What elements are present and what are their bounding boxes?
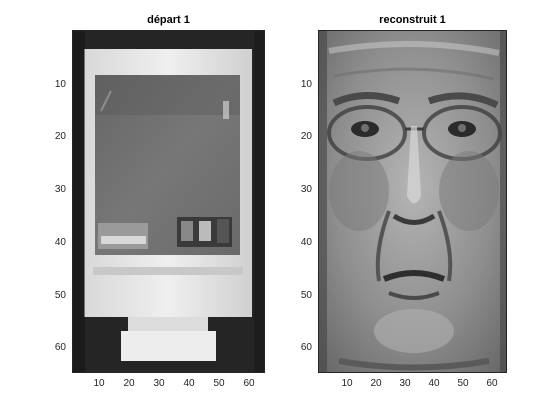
y-tick-label: 20 <box>300 131 312 142</box>
y-tick-label: 30 <box>300 184 312 195</box>
panel-title: reconstruit 1 <box>379 14 446 26</box>
y-tick-label: 50 <box>54 290 66 301</box>
x-tick-label: 50 <box>457 378 469 389</box>
y-tick-label: 40 <box>54 237 66 248</box>
y-tick-label: 40 <box>300 237 312 248</box>
x-tick-label: 20 <box>123 378 135 389</box>
y-tick-label: 10 <box>300 79 312 90</box>
y-tick-label: 30 <box>54 184 66 195</box>
x-tick-label: 10 <box>341 378 353 389</box>
y-tick-label: 60 <box>300 342 312 353</box>
x-tick-label: 10 <box>93 378 105 389</box>
x-tick-label: 20 <box>370 378 382 389</box>
y-tick-label: 60 <box>54 342 66 353</box>
x-tick-label: 40 <box>428 378 440 389</box>
image-reconstruit <box>318 30 507 373</box>
y-tick-label: 10 <box>54 79 66 90</box>
image-depart <box>72 30 265 373</box>
x-tick-label: 30 <box>153 378 165 389</box>
x-tick-label: 60 <box>243 378 255 389</box>
x-tick-label: 30 <box>399 378 411 389</box>
y-tick-label: 50 <box>300 290 312 301</box>
x-tick-label: 40 <box>183 378 195 389</box>
x-tick-label: 60 <box>486 378 498 389</box>
y-tick-label: 20 <box>54 131 66 142</box>
x-tick-label: 50 <box>213 378 225 389</box>
panel-title: départ 1 <box>147 14 190 26</box>
